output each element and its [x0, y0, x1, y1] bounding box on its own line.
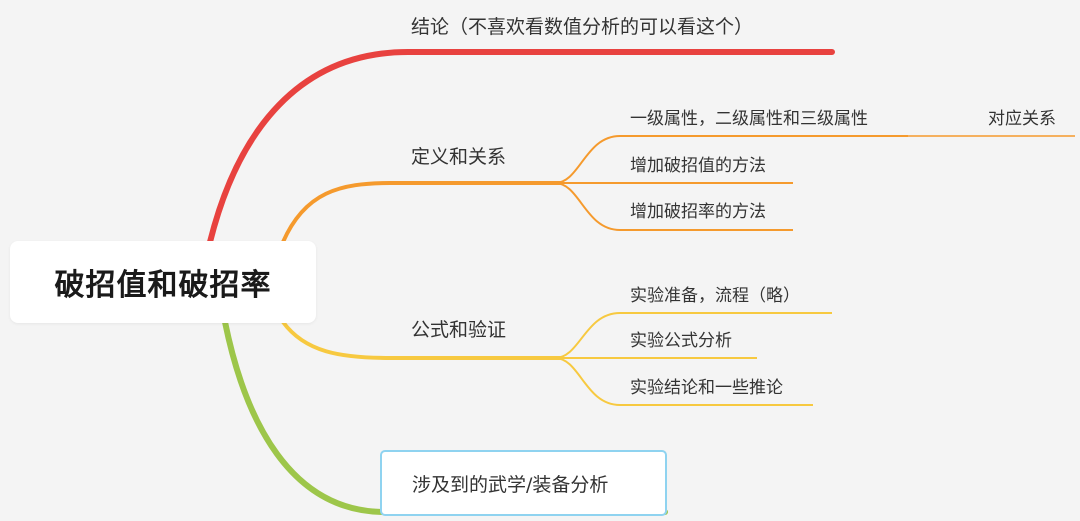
subtopic-attributes[interactable]: 一级属性，二级属性和三级属性: [630, 109, 868, 129]
subtopic-experiment-prep[interactable]: 实验准备，流程（略）: [630, 286, 800, 306]
connector-root-definition: [281, 181, 562, 244]
connector-definition-attributes: [554, 135, 908, 184]
topic-conclusion[interactable]: 结论（不喜欢看数值分析的可以看这个）: [411, 16, 754, 38]
connector-root-conclusion: [207, 49, 835, 245]
root-topic[interactable]: 破招值和破招率: [10, 241, 316, 323]
topic-martial-equipment[interactable]: 涉及到的武学/装备分析: [380, 450, 667, 516]
subtopic-formula-analysis[interactable]: 实验公式分析: [630, 331, 732, 351]
connector-formula-prep: [554, 312, 832, 359]
connector-formula-conclusion: [554, 357, 813, 406]
subtopic-experiment-conclusion[interactable]: 实验结论和一些推论: [630, 378, 783, 398]
connector-root-formula: [281, 320, 562, 360]
topic-martial-equipment-label: 涉及到的武学/装备分析: [412, 473, 609, 496]
connector-definition-rate: [554, 182, 793, 231]
topic-definition[interactable]: 定义和关系: [411, 146, 507, 168]
topic-formula[interactable]: 公式和验证: [411, 319, 507, 341]
subtopic-increase-value[interactable]: 增加破招值的方法: [630, 156, 766, 176]
subtopic-mapping[interactable]: 对应关系: [988, 109, 1056, 129]
subtopic-increase-rate[interactable]: 增加破招率的方法: [630, 202, 766, 222]
connector-root-martial: [222, 319, 668, 515]
